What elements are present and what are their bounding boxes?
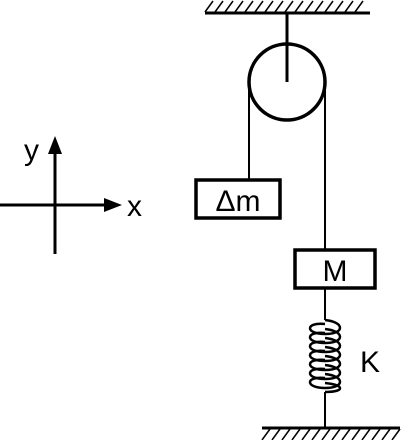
large-mass-label: M: [323, 255, 348, 288]
small-mass-box: [194, 178, 282, 220]
floor-support: [261, 426, 401, 440]
ceiling-support: [204, 0, 370, 15]
small-mass-label: Δm: [215, 185, 260, 218]
coordinate-axes: y x: [0, 134, 142, 254]
x-axis-label: x: [127, 190, 142, 223]
large-mass-box: [293, 248, 377, 290]
spring-coil: [308, 318, 342, 394]
spring-label: K: [360, 346, 380, 379]
y-axis-arrowhead: [48, 136, 62, 154]
x-axis-arrowhead: [104, 198, 122, 212]
y-axis-label: y: [24, 134, 39, 167]
